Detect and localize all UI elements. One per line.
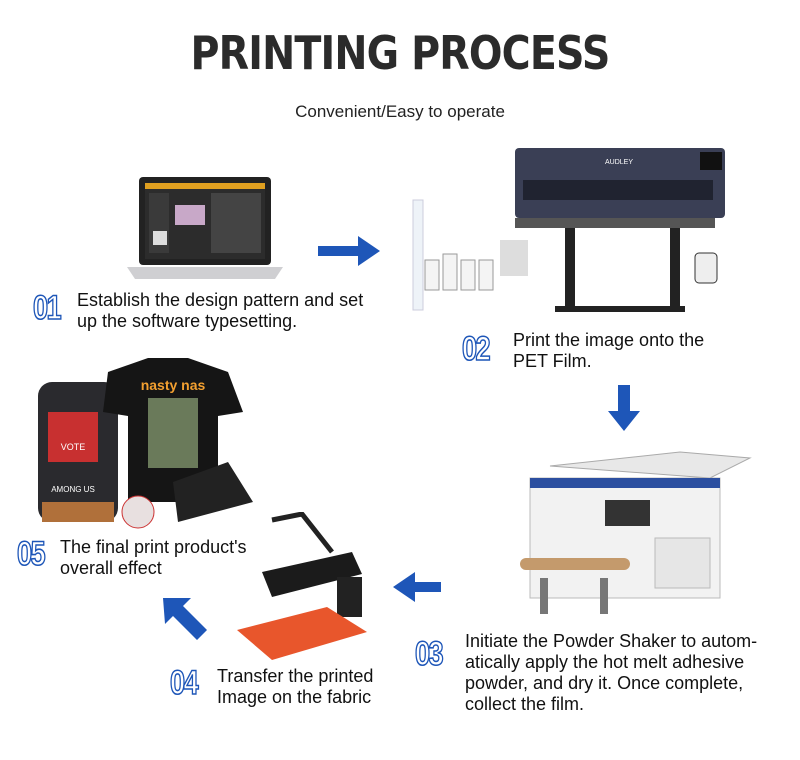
step-number-01: 01 xyxy=(32,288,62,328)
bag-badge: VOTE xyxy=(61,442,86,452)
arrow-up-left-icon xyxy=(163,598,207,640)
arrow-left-icon xyxy=(393,572,441,602)
step-text-01: Establish the design pattern and set up … xyxy=(77,290,364,331)
final-products-image: VOTE AMONG US nasty nas xyxy=(38,358,253,529)
heat-press-image xyxy=(237,512,367,660)
page-title: PRINTING PROCESS xyxy=(190,26,611,80)
step-number-04: 04 xyxy=(169,663,199,703)
arrow-down-icon xyxy=(608,385,640,431)
bag-text: AMONG US xyxy=(51,485,95,494)
step-text-02: Print the image onto the PET Film. xyxy=(513,330,705,371)
step-text-03: Initiate the Powder Shaker to autom-atic… xyxy=(465,631,758,714)
step-number-02: 02 xyxy=(461,329,491,369)
subtitle: Convenient/Easy to operate xyxy=(295,102,505,121)
tshirt-print: nasty nas xyxy=(141,377,206,393)
step-text-04: Transfer the printed Image on the fabric xyxy=(217,666,374,707)
laptop-image xyxy=(127,177,283,279)
printer-brand: AUDLEY xyxy=(605,159,633,166)
step-text-05: The final print product's overall effect xyxy=(60,537,247,578)
dtf-printer-image: AUDLEY xyxy=(412,148,725,312)
arrow-right-icon xyxy=(318,236,380,266)
step-number-03: 03 xyxy=(414,634,444,674)
powder-shaker-image xyxy=(520,451,752,614)
step-number-05: 05 xyxy=(16,534,46,574)
